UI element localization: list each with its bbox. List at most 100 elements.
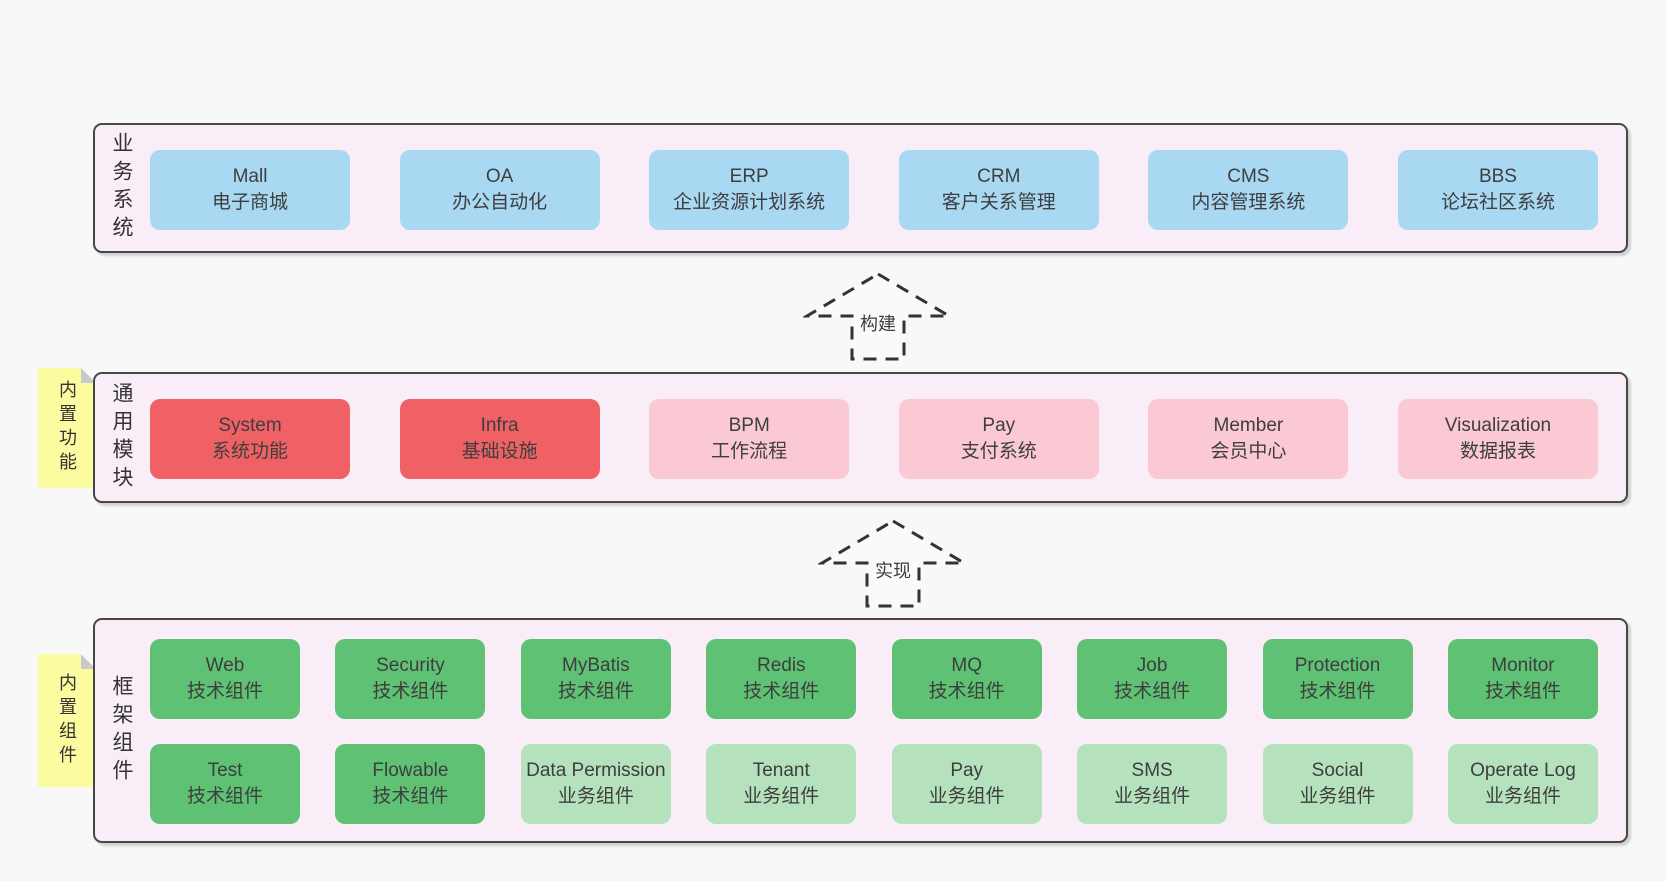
box-desc: 客户关系管理 — [941, 192, 1056, 213]
box-desc: 技术组件 — [186, 681, 263, 702]
box-desc: 技术组件 — [557, 681, 634, 702]
band-label-framework-components: 框架组件 — [110, 674, 133, 787]
box-desc: 技术组件 — [186, 786, 263, 807]
box-web: Web 技术组件 — [150, 639, 300, 719]
box-name: Visualization — [1444, 414, 1552, 436]
band-label-business-systems: 业务系统 — [110, 132, 133, 244]
box-name: CRM — [977, 165, 1021, 187]
box-desc: 业务组件 — [1299, 786, 1376, 807]
box-name: ERP — [729, 165, 769, 187]
box-desc: 支付系统 — [960, 441, 1037, 462]
box-social: Social 业务组件 — [1262, 744, 1413, 824]
box-desc: 数据报表 — [1459, 441, 1536, 462]
build-arrow-label: 构建 — [860, 314, 896, 334]
box-name: Pay — [982, 414, 1016, 436]
box-name: MyBatis — [562, 654, 630, 676]
box-name: BPM — [728, 414, 770, 436]
box-test: Test 技术组件 — [150, 744, 300, 824]
box-system: System 系统功能 — [150, 399, 350, 479]
modules-box-row: System 系统功能 Infra 基础设施 BPM 工作流程 Pay 支付系统… — [150, 399, 1598, 479]
box-desc: 业务组件 — [1114, 786, 1191, 807]
box-erp: ERP 企业资源计划系统 — [649, 150, 850, 230]
box-name: SMS — [1131, 759, 1173, 781]
box-name: Infra — [480, 414, 519, 436]
sticky-note-built-in-features: 内置功能 — [38, 368, 96, 488]
box-sms: SMS 业务组件 — [1077, 744, 1228, 824]
build-arrow-icon: 构建 — [803, 272, 953, 361]
box-name: System — [218, 414, 282, 436]
box-desc: 会员中心 — [1210, 441, 1287, 462]
box-mybatis: MyBatis 技术组件 — [520, 639, 671, 719]
box-data-permission: Data Permission 业务组件 — [520, 744, 671, 824]
implement-arrow-label: 实现 — [875, 561, 911, 581]
box-desc: 业务组件 — [928, 786, 1005, 807]
box-desc: 技术组件 — [372, 786, 449, 807]
box-flowable: Flowable 技术组件 — [335, 744, 486, 824]
box-pay-component: Pay 业务组件 — [891, 744, 1042, 824]
box-desc: 技术组件 — [1299, 681, 1376, 702]
box-bbs: BBS 论坛社区系统 — [1397, 150, 1598, 230]
box-protection: Protection 技术组件 — [1262, 639, 1413, 719]
box-member: Member 会员中心 — [1148, 399, 1349, 479]
box-desc: 业务组件 — [557, 786, 634, 807]
box-name: Job — [1136, 654, 1168, 676]
band-framework-components: 框架组件 Web 技术组件 Security 技术组件 MyBatis 技术组件… — [93, 618, 1628, 843]
box-desc: 办公自动化 — [452, 192, 548, 213]
components-box-row-2: Test 技术组件 Flowable 技术组件 Data Permission … — [150, 744, 1598, 824]
box-desc: 企业资源计划系统 — [673, 192, 826, 213]
box-infra: Infra 基础设施 — [399, 399, 600, 479]
box-desc: 论坛社区系统 — [1440, 192, 1555, 213]
box-desc: 技术组件 — [1484, 681, 1561, 702]
box-name: Redis — [756, 654, 806, 676]
box-desc: 内容管理系统 — [1191, 192, 1306, 213]
box-monitor: Monitor 技术组件 — [1447, 639, 1598, 719]
box-desc: 系统功能 — [211, 441, 288, 462]
box-desc: 技术组件 — [1114, 681, 1191, 702]
band-business-systems: 业务系统 Mall 电子商城 OA 办公自动化 ERP 企业资源计划系统 CRM… — [93, 123, 1628, 253]
box-desc: 技术组件 — [372, 681, 449, 702]
box-mq: MQ 技术组件 — [891, 639, 1042, 719]
band-common-modules: 通用模块 System 系统功能 Infra 基础设施 BPM 工作流程 Pay… — [93, 372, 1628, 503]
box-name: Mall — [232, 165, 268, 187]
box-name: BBS — [1478, 165, 1517, 187]
box-name: Social — [1311, 759, 1364, 781]
box-oa: OA 办公自动化 — [399, 150, 600, 230]
box-bpm: BPM 工作流程 — [649, 399, 850, 479]
box-tenant: Tenant 业务组件 — [706, 744, 857, 824]
box-desc: 技术组件 — [743, 681, 820, 702]
box-name: Protection — [1294, 654, 1381, 676]
sticky-note-label: 内置功能 — [57, 380, 77, 476]
box-crm: CRM 客户关系管理 — [898, 150, 1099, 230]
box-name: Flowable — [372, 759, 449, 781]
box-desc: 业务组件 — [1484, 786, 1561, 807]
box-cms: CMS 内容管理系统 — [1148, 150, 1349, 230]
box-mall: Mall 电子商城 — [150, 150, 350, 230]
box-desc: 工作流程 — [711, 441, 788, 462]
band-label-common-modules: 通用模块 — [110, 381, 133, 494]
box-name: Tenant — [752, 759, 810, 781]
box-desc: 电子商城 — [211, 192, 288, 213]
box-name: Member — [1213, 414, 1284, 436]
box-job: Job 技术组件 — [1077, 639, 1228, 719]
box-name: Pay — [950, 759, 984, 781]
sticky-note-built-in-components: 内置组件 — [38, 654, 96, 787]
components-box-row-1: Web 技术组件 Security 技术组件 MyBatis 技术组件 Redi… — [150, 639, 1598, 719]
box-redis: Redis 技术组件 — [706, 639, 857, 719]
box-name: Security — [376, 654, 445, 676]
box-name: Web — [205, 654, 245, 676]
box-visualization: Visualization 数据报表 — [1397, 399, 1598, 479]
box-name: Data Permission — [526, 759, 666, 781]
box-name: Monitor — [1491, 654, 1555, 676]
box-operate-log: Operate Log 业务组件 — [1447, 744, 1598, 824]
box-desc: 技术组件 — [928, 681, 1005, 702]
box-name: MQ — [951, 654, 982, 676]
box-security: Security 技术组件 — [335, 639, 486, 719]
box-name: OA — [485, 165, 514, 187]
box-desc: 业务组件 — [743, 786, 820, 807]
box-desc: 基础设施 — [461, 441, 538, 462]
business-box-row: Mall 电子商城 OA 办公自动化 ERP 企业资源计划系统 CRM 客户关系… — [150, 150, 1598, 230]
box-name: CMS — [1227, 165, 1270, 187]
implement-arrow-icon: 实现 — [818, 519, 968, 608]
box-pay-module: Pay 支付系统 — [898, 399, 1099, 479]
